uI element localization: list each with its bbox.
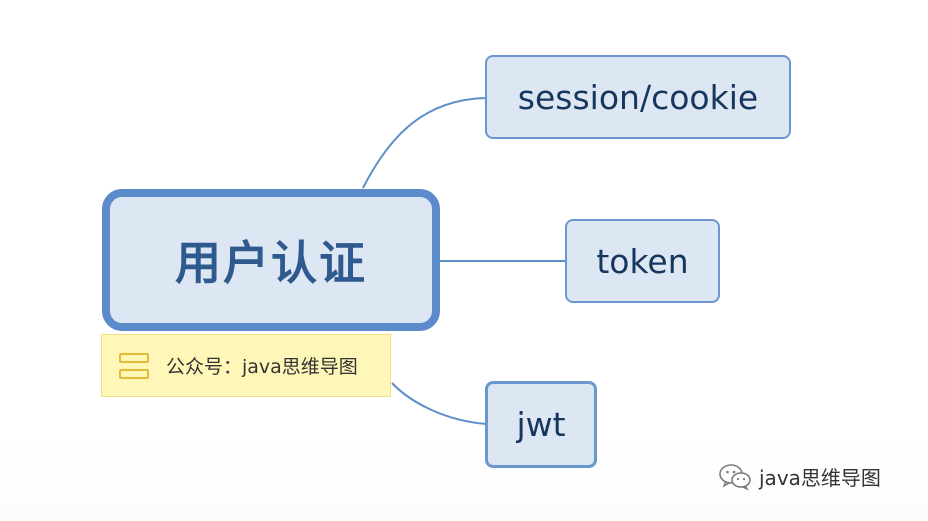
stacked-boxes-icon <box>119 352 149 379</box>
root-topic-node[interactable]: 用户认证 <box>102 189 440 331</box>
root-topic-label: 用户认证 <box>175 236 367 290</box>
connector-to-session-cookie <box>362 97 488 189</box>
root-topic-note-text: 公众号：java思维导图 <box>166 356 358 378</box>
subtopic-node-token[interactable]: token <box>565 219 720 303</box>
watermark-text: java思维导图 <box>759 466 881 490</box>
subtopic-node-jwt[interactable]: jwt <box>485 381 597 468</box>
wechat-icon <box>719 463 751 491</box>
subtopic-label: session/cookie <box>517 77 759 117</box>
background-band <box>0 430 928 521</box>
watermark: java思维导图 <box>718 462 881 491</box>
subtopic-label: jwt <box>516 405 566 444</box>
subtopic-node-session-cookie[interactable]: session/cookie <box>485 55 791 139</box>
subtopic-label: token <box>596 241 689 281</box>
connector-to-jwt <box>391 382 488 425</box>
root-topic-note: 公众号：java思维导图 <box>101 334 391 397</box>
